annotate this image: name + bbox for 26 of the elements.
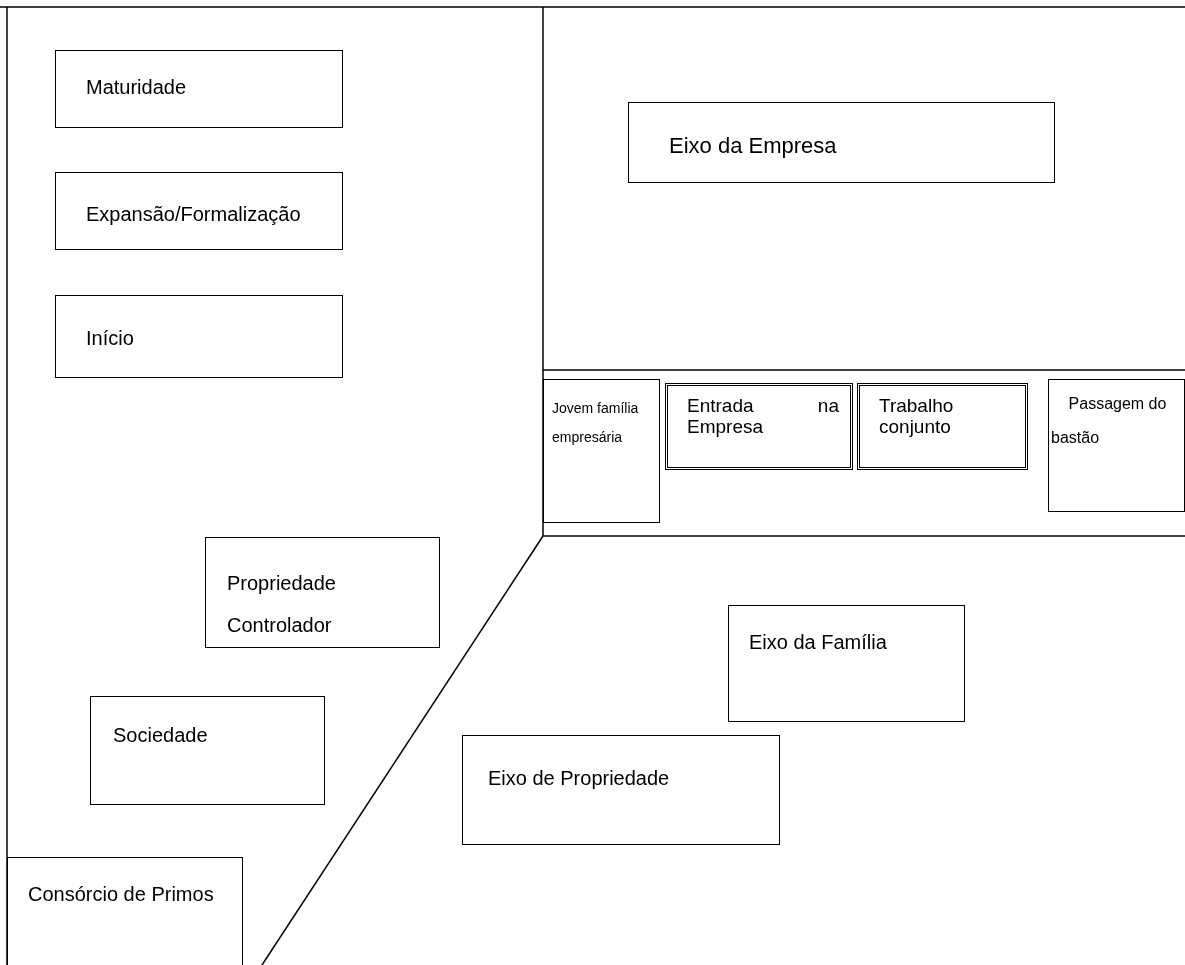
stage-box [90,696,325,805]
stage-box [55,50,343,128]
stage-label: Entrada na Empresa [687,396,839,438]
stage-box [55,295,343,378]
stage-label: Expansão/Formalização [86,202,302,226]
stage-box [462,735,780,845]
stage-label: Jovem família empresária [552,399,640,447]
stage-box [7,857,243,965]
stage-label: Propriedade Controlador [227,571,337,638]
stage-label: Sociedade [113,723,209,747]
stage-box [543,379,660,523]
stage-label: Passagem do bastão [1051,394,1168,448]
stage-label: Consórcio de Primos [28,882,215,907]
stage-label: Início [86,326,135,350]
stage-label: Trabalho conjunto [879,396,955,438]
stage-box [665,383,853,470]
stage-box [55,172,343,250]
stage-box [205,537,440,648]
stage-label: Eixo de Propriedade [488,766,671,790]
stage-box [1048,379,1185,512]
stage-box [857,383,1028,470]
stage-label: Eixo da Família [749,630,888,654]
stage-label: Maturidade [86,75,188,99]
stage-box [628,102,1055,183]
stage-label: Eixo da Empresa [669,133,838,160]
stage-box [728,605,965,722]
